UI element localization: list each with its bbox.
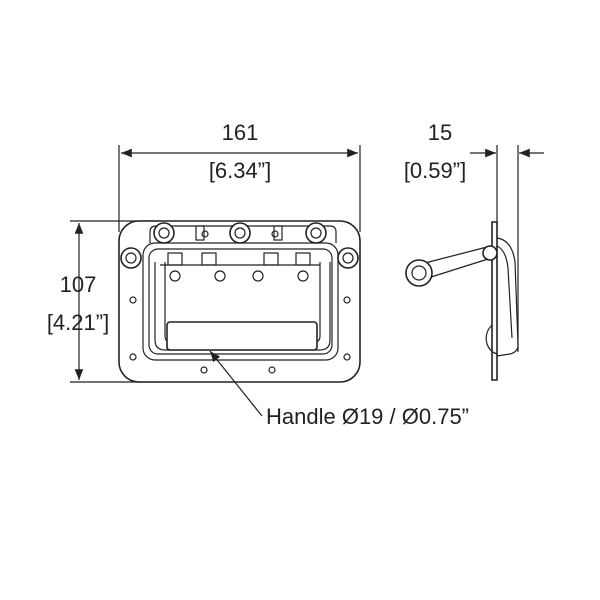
side-bottom-lip (485, 324, 498, 355)
side-handle-grip-core (411, 265, 427, 281)
mounting-hole (129, 296, 137, 304)
mounting-hole (343, 353, 351, 361)
front-view (118, 220, 361, 383)
side-handle-grip (405, 259, 433, 287)
mounting-hole (271, 230, 279, 238)
mounting-hole (201, 230, 209, 238)
side-dish-profile (496, 237, 519, 357)
depth-mm-label: 15 (428, 120, 452, 145)
pivot-boss-right (305, 222, 327, 244)
side-handle-arm-bottom (427, 258, 489, 279)
dish-inner (148, 248, 333, 355)
rivet (169, 270, 181, 282)
handle-callout: Handle Ø19 / Ø0.75” (209, 350, 469, 429)
side-plate (491, 221, 498, 381)
rivet (214, 270, 226, 282)
width-dimension: 161 [6.34”] (118, 120, 361, 232)
mounting-hole (343, 296, 351, 304)
mounting-hole (200, 366, 208, 374)
side-view (405, 221, 519, 381)
handle-grip (166, 321, 318, 351)
side-dish-inner (496, 245, 513, 339)
mounting-hole (129, 353, 137, 361)
depth-dimension: 15 [0.59”] (404, 120, 544, 352)
callout-leader (209, 350, 263, 417)
top-notch (273, 225, 283, 241)
height-mm-label: 107 (60, 272, 97, 297)
height-inch-label: [4.21”] (47, 310, 109, 335)
side-boss-right (337, 247, 359, 269)
handle-callout-label: Handle Ø19 / Ø0.75” (266, 404, 469, 429)
rivet (252, 270, 264, 282)
side-pivot (482, 245, 498, 261)
side-boss-left (120, 247, 142, 269)
pivot-boss-center (229, 222, 251, 244)
mounting-hole (268, 366, 276, 374)
pivot-boss-left (153, 222, 175, 244)
rivet (297, 270, 309, 282)
side-handle-arm-top (424, 246, 488, 264)
top-notch (195, 225, 205, 241)
depth-inch-label: [0.59”] (404, 158, 466, 183)
width-inch-label: [6.34”] (209, 158, 271, 183)
width-mm-label: 161 (222, 120, 259, 145)
height-dimension: 107 [4.21”] (47, 220, 160, 383)
